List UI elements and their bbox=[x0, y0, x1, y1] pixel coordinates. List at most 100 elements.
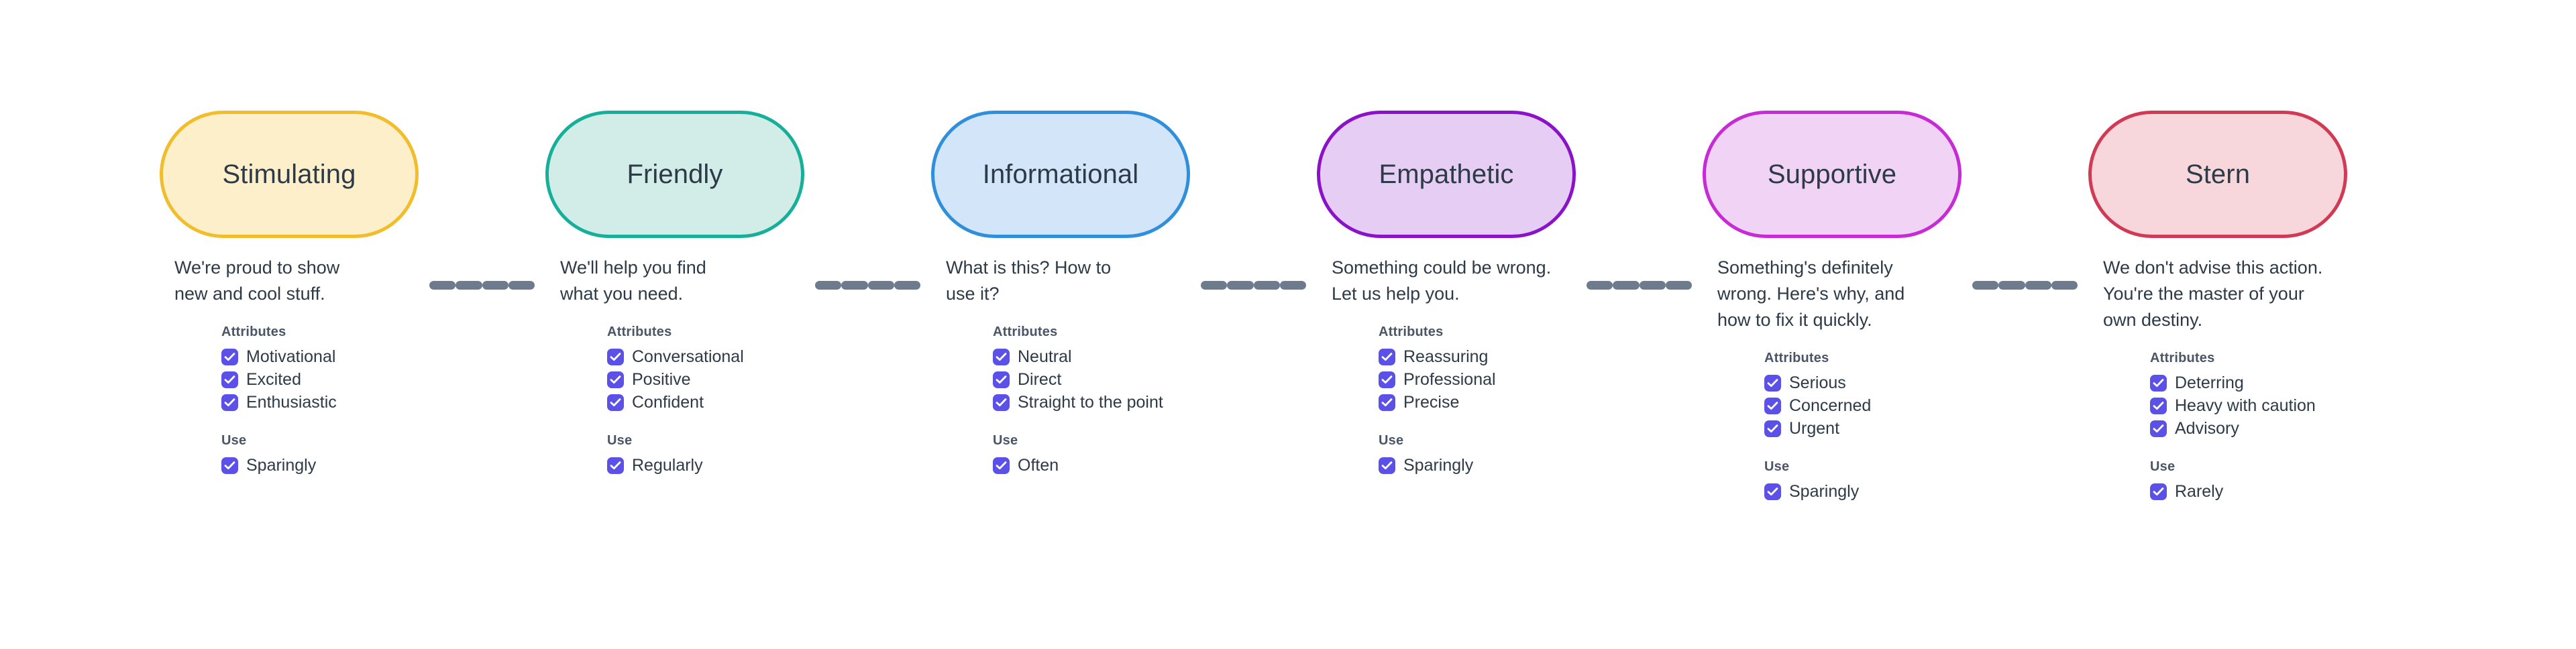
checkmark-icon[interactable] bbox=[221, 457, 238, 474]
checkmark-icon[interactable] bbox=[1764, 397, 1781, 414]
tone-description: We're proud to show new and cool stuff. bbox=[174, 257, 340, 304]
connector-dash bbox=[1253, 280, 1280, 290]
tone-description: We'll help you find what you need. bbox=[560, 257, 706, 304]
tone-pill-supportive[interactable]: Supportive bbox=[1703, 111, 1962, 238]
attribute-item-label: Concerned bbox=[1789, 396, 1872, 415]
attributes-heading: Attributes bbox=[1764, 351, 1829, 365]
checkmark-icon[interactable] bbox=[2150, 374, 2167, 392]
checkmark-icon[interactable] bbox=[1379, 394, 1395, 411]
checkmark-icon[interactable] bbox=[1764, 374, 1781, 392]
checkmark-icon[interactable] bbox=[993, 394, 1010, 411]
checkmark-icon[interactable] bbox=[993, 371, 1010, 388]
checkmark-icon[interactable] bbox=[607, 348, 624, 365]
attribute-item-label: Direct bbox=[1018, 369, 1062, 389]
attribute-item[interactable]: Conversational bbox=[607, 346, 922, 367]
use-item-label: Rarely bbox=[2175, 481, 2224, 501]
connector-dash bbox=[867, 280, 894, 290]
attribute-item[interactable]: Professional bbox=[1379, 369, 1694, 390]
checkmark-icon[interactable] bbox=[1379, 457, 1395, 474]
attribute-item-label: Serious bbox=[1789, 373, 1846, 392]
checkmark-icon[interactable] bbox=[221, 371, 238, 388]
attribute-item-label: Deterring bbox=[2175, 373, 2244, 392]
use-item[interactable]: Regularly bbox=[607, 455, 922, 476]
attribute-item[interactable]: Serious bbox=[1764, 372, 2080, 394]
attribute-item[interactable]: Direct bbox=[993, 369, 1308, 390]
attribute-item[interactable]: Enthusiastic bbox=[221, 392, 537, 413]
checkmark-icon[interactable] bbox=[2150, 483, 2167, 500]
attribute-item[interactable]: Confident bbox=[607, 392, 922, 413]
tone-column-empathetic: Something could be wrong. Let us help yo… bbox=[1332, 255, 1694, 477]
attribute-item-label: Precise bbox=[1403, 392, 1460, 412]
tone-pill-row: Stimulating Friendly Informational Empathet… bbox=[0, 111, 2576, 290]
attributes-heading: Attributes bbox=[607, 324, 672, 339]
tone-pill-stimulating[interactable]: Stimulating bbox=[160, 111, 419, 238]
attribute-item-label: Confident bbox=[632, 392, 704, 412]
connector-dash bbox=[1279, 280, 1306, 290]
checkmark-icon[interactable] bbox=[2150, 420, 2167, 437]
use-heading: Use bbox=[1379, 433, 1404, 448]
tone-pill-label: Informational bbox=[982, 160, 1139, 189]
connector-dash bbox=[1201, 280, 1228, 290]
checkmark-icon[interactable] bbox=[1764, 420, 1781, 437]
attribute-item[interactable]: Advisory bbox=[2150, 418, 2465, 439]
tone-pill-empathetic[interactable]: Empathetic bbox=[1317, 111, 1576, 238]
attribute-item-label: Urgent bbox=[1789, 418, 1840, 438]
attribute-item-label: Reassuring bbox=[1403, 347, 1489, 366]
tone-pill-informational[interactable]: Informational bbox=[931, 111, 1190, 238]
use-item-label: Regularly bbox=[632, 455, 703, 475]
connector-dash bbox=[1587, 280, 1613, 290]
attribute-item[interactable]: Neutral bbox=[993, 346, 1308, 367]
tone-connector-1 bbox=[815, 280, 920, 290]
attribute-item[interactable]: Positive bbox=[607, 369, 922, 390]
checkmark-icon[interactable] bbox=[2150, 397, 2167, 414]
connector-dash bbox=[1613, 280, 1640, 290]
use-heading: Use bbox=[2150, 459, 2176, 474]
checkmark-icon[interactable] bbox=[1379, 348, 1395, 365]
use-heading: Use bbox=[993, 433, 1018, 448]
checkmark-icon[interactable] bbox=[607, 394, 624, 411]
tone-pill-friendly[interactable]: Friendly bbox=[545, 111, 804, 238]
checkmark-icon[interactable] bbox=[607, 457, 624, 474]
tone-pill-label: Supportive bbox=[1767, 160, 1897, 189]
attribute-item[interactable]: Motivational bbox=[221, 346, 537, 367]
checkmark-icon[interactable] bbox=[221, 348, 238, 365]
checkmark-icon[interactable] bbox=[607, 371, 624, 388]
attribute-item[interactable]: Urgent bbox=[1764, 418, 2080, 439]
use-item[interactable]: Sparingly bbox=[1379, 455, 1694, 476]
connector-dash bbox=[429, 280, 456, 290]
attribute-item[interactable]: Reassuring bbox=[1379, 346, 1694, 367]
checkmark-icon[interactable] bbox=[993, 348, 1010, 365]
checkmark-icon[interactable] bbox=[993, 457, 1010, 474]
tone-pill-stern[interactable]: Stern bbox=[2088, 111, 2347, 238]
attribute-item-label: Heavy with caution bbox=[2175, 396, 2316, 415]
attribute-item[interactable]: Straight to the point bbox=[993, 392, 1308, 413]
connector-dash bbox=[815, 280, 842, 290]
attribute-item[interactable]: Heavy with caution bbox=[2150, 395, 2465, 416]
attributes-heading: Attributes bbox=[993, 324, 1058, 339]
connector-dash bbox=[1998, 280, 2025, 290]
attribute-item[interactable]: Concerned bbox=[1764, 395, 2080, 416]
use-item[interactable]: Often bbox=[993, 455, 1308, 476]
use-item[interactable]: Rarely bbox=[2150, 481, 2465, 502]
use-item[interactable]: Sparingly bbox=[221, 455, 537, 476]
tone-connector-2 bbox=[1201, 280, 1306, 290]
checkmark-icon[interactable] bbox=[221, 394, 238, 411]
attribute-item[interactable]: Deterring bbox=[2150, 372, 2465, 394]
use-heading: Use bbox=[1764, 459, 1790, 474]
connector-dash bbox=[1972, 280, 1999, 290]
tone-pill-label: Stimulating bbox=[222, 160, 356, 189]
connector-dash bbox=[1639, 280, 1666, 290]
checkmark-icon[interactable] bbox=[1379, 371, 1395, 388]
attribute-item[interactable]: Excited bbox=[221, 369, 537, 390]
use-item[interactable]: Sparingly bbox=[1764, 481, 2080, 502]
connector-dash bbox=[2025, 280, 2051, 290]
attribute-item[interactable]: Precise bbox=[1379, 392, 1694, 413]
checkmark-icon[interactable] bbox=[1764, 483, 1781, 500]
